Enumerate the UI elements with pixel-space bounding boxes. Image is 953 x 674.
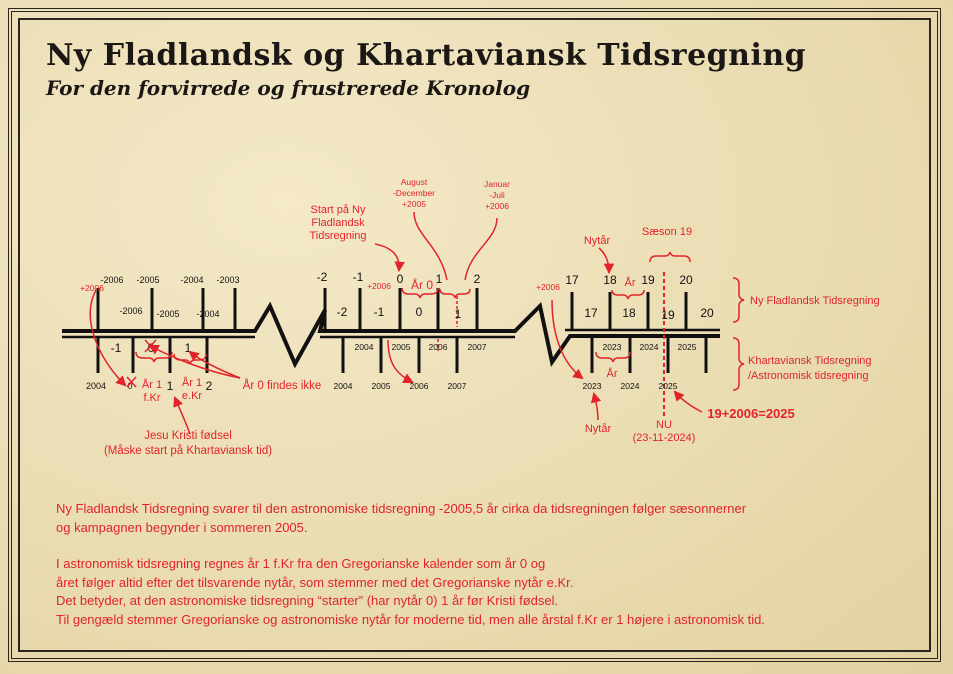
- s3-top-label: 18: [603, 273, 617, 287]
- s3-sum-label: 19+2006=2025: [707, 406, 794, 421]
- s2-year-label: 2006: [410, 381, 429, 391]
- s3-nytaar-top: Nytår: [584, 235, 611, 247]
- s2-braces: [401, 287, 471, 299]
- decorative-border-outer: [8, 8, 941, 662]
- note-line: Det betyder, at den astronomiske tidsreg…: [56, 593, 559, 608]
- s2-year-label: 2007: [448, 381, 467, 391]
- s1-arrows: [89, 289, 241, 435]
- s2-mid-label: 2005: [392, 342, 411, 352]
- s2-top-label: -2: [317, 270, 328, 284]
- s1-kh-label: -1: [111, 341, 122, 355]
- note-line: Ny Fladlandsk Tidsregning svarer til den…: [56, 501, 747, 516]
- legend-kh-2: /Astronomisk tidsregning: [748, 370, 868, 382]
- s3-ny-label: 18: [622, 306, 636, 320]
- s2-mid-label: 2006: [429, 342, 448, 352]
- s3-saeson-label: Sæson 19: [642, 226, 692, 238]
- s3-ny-label: 17: [584, 306, 598, 320]
- s2-top-label: -1: [353, 270, 364, 284]
- s2-ny-label: -1: [374, 305, 385, 319]
- s3-nu-date: (23-11-2024): [633, 432, 696, 444]
- decorative-border-inner: [18, 18, 931, 652]
- ticks-section-3: [570, 292, 708, 373]
- s3-plus-label: +2006: [536, 282, 560, 292]
- s2-year-label: 2004: [334, 381, 353, 391]
- s3-ny-label: 20: [700, 306, 714, 320]
- note-line: og kampagnen begynder i sommeren 2005.: [56, 519, 308, 535]
- s1-aar0-note: År 0 findes ikke: [243, 379, 322, 392]
- s2-arrows: [374, 211, 498, 383]
- s3-nytaar-bottom: Nytår: [585, 423, 612, 435]
- s2-top-label: 0: [397, 272, 404, 286]
- s1-top-label: -2003: [216, 275, 239, 285]
- s3-mid-label: 2023: [603, 342, 622, 352]
- s3-aar-bottom: År: [607, 367, 618, 380]
- s1-plus-label: +2006: [80, 283, 104, 293]
- s3-aar-top: År: [625, 276, 636, 289]
- s1-top-label: -2006: [100, 275, 123, 285]
- s1-kh-label: 1: [185, 341, 192, 355]
- s1-top-label: -2005: [136, 275, 159, 285]
- s3-year-label: 2025: [659, 381, 678, 391]
- legend-kh-1: Khartaviansk Tidsregning: [748, 355, 872, 367]
- ticks-section-2: [323, 288, 479, 373]
- note-line: Til gengæld stemmer Gregorianske og astr…: [56, 611, 766, 627]
- legend-ny: Ny Fladlandsk Tidsregning: [750, 295, 880, 307]
- s2-aar0-label: År 0: [411, 277, 433, 292]
- s3-ny-label: 19: [661, 308, 675, 322]
- legend: Ny Fladlandsk Tidsregning Khartaviansk T…: [732, 277, 880, 391]
- s1-ny-label: -2004: [196, 309, 219, 319]
- s2-ny-label: 0: [416, 305, 423, 319]
- s2-mid-label: 2007: [468, 342, 487, 352]
- s1-year-label: 2: [206, 379, 213, 393]
- s2-year-label: 2005: [372, 381, 391, 391]
- s3-year-label: 2023: [583, 381, 602, 391]
- s3-top-label: 17: [565, 273, 579, 287]
- s3-nu-label: NU: [656, 419, 672, 431]
- s3-year-label: 2024: [621, 381, 640, 391]
- s2-mid-label: 2004: [355, 342, 374, 352]
- s1-top-label: -2004: [180, 275, 203, 285]
- explanation-notes: Ny Fladlandsk Tidsregning svarer til den…: [56, 500, 916, 629]
- s1-year-label: 2004: [86, 381, 106, 391]
- s3-braces: [595, 251, 691, 363]
- s3-top-label: 20: [679, 273, 693, 287]
- note-line: året følger altid efter det tilsvarende …: [56, 574, 574, 590]
- s3-mid-label: 2025: [678, 342, 697, 352]
- s2-jan-note: Januar-Juli+2006: [484, 179, 510, 211]
- s1-ny-label: -2005: [156, 309, 179, 319]
- s2-top-label: 1: [436, 272, 443, 286]
- s2-ny-label: 1: [455, 307, 462, 321]
- s1-jesus-label: Jesu Kristi fødsel: [144, 430, 232, 442]
- s3-top-label: 19: [641, 273, 655, 287]
- s2-aug-note: August-December+2005: [393, 177, 435, 209]
- s1-ny-label: -2006: [119, 306, 142, 316]
- s1-jesus-sub: (Måske start på Khartaviansk tid): [104, 445, 272, 457]
- s3-mid-label: 2024: [640, 342, 659, 352]
- s1-year-label: 1: [167, 379, 174, 393]
- s3-arrows: [551, 247, 703, 421]
- page-title: Ny Fladlandsk og Khartaviansk Tidsregnin…: [46, 38, 807, 73]
- s2-plus-label: +2006: [367, 281, 391, 291]
- s1-year-label: 0: [127, 381, 132, 391]
- s2-ny-label: -2: [337, 305, 348, 319]
- page-subtitle: For den forvirrede og frustrerede Kronol…: [46, 76, 531, 100]
- note-line: I astronomisk tidsregning regnes år 1 f.…: [56, 556, 546, 571]
- ticks-section-1: [96, 288, 237, 373]
- s2-top-label: 2: [474, 272, 481, 286]
